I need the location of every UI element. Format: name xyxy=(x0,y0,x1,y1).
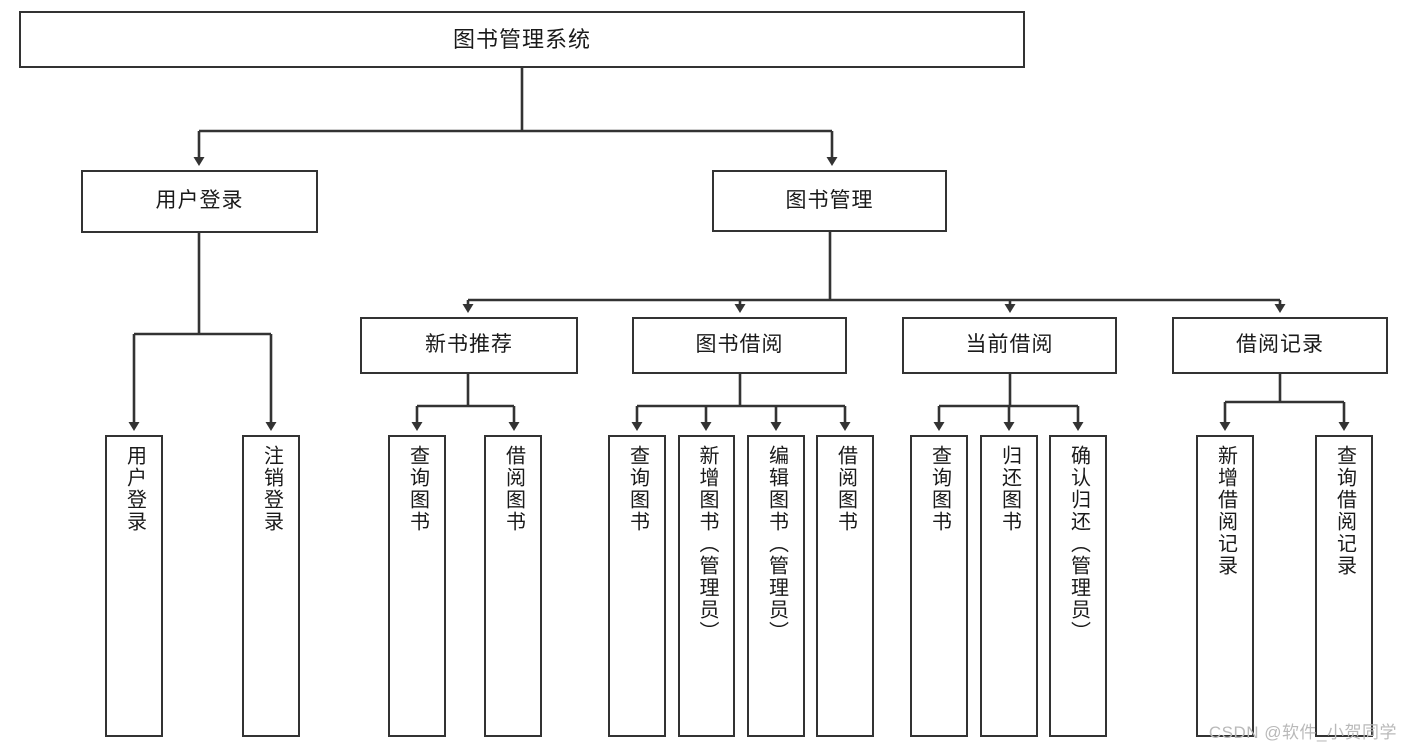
node-root-system[interactable]: 图书管理系统 xyxy=(19,11,1025,68)
node-label: 注销登录 xyxy=(260,445,283,533)
node-label: 图书管理 xyxy=(785,188,874,212)
leaf-query-book-2[interactable]: 查询图书 xyxy=(608,435,666,737)
leaf-user-login[interactable]: 用户登录 xyxy=(105,435,163,737)
node-user-login[interactable]: 用户登录 xyxy=(81,170,318,233)
node-label: 借阅记录 xyxy=(1236,333,1324,357)
leaf-query-book-3[interactable]: 查询图书 xyxy=(910,435,968,737)
node-label: 查询借阅记录 xyxy=(1333,445,1356,577)
node-book-borrow[interactable]: 图书借阅 xyxy=(632,317,847,374)
watermark-text: CSDN @软件_小贺同学 xyxy=(1208,723,1397,742)
node-label: 用户登录 xyxy=(123,445,146,533)
node-label: 查询图书 xyxy=(928,445,951,533)
node-label: 新增图书（管理员） xyxy=(696,445,718,643)
node-label: 借阅图书 xyxy=(834,445,857,533)
leaf-query-book-1[interactable]: 查询图书 xyxy=(388,435,446,737)
node-book-management[interactable]: 图书管理 xyxy=(712,170,947,232)
node-label: 确认归还（管理员） xyxy=(1067,445,1090,643)
node-new-book-recommend[interactable]: 新书推荐 xyxy=(360,317,578,374)
leaf-add-book[interactable]: 新增图书（管理员） xyxy=(678,435,735,737)
node-label: 编辑图书（管理员） xyxy=(765,445,788,643)
node-borrow-record[interactable]: 借阅记录 xyxy=(1172,317,1388,374)
leaf-add-borrow-record[interactable]: 新增借阅记录 xyxy=(1196,435,1254,737)
node-label: 新书推荐 xyxy=(425,333,513,357)
leaf-edit-book[interactable]: 编辑图书（管理员） xyxy=(747,435,805,737)
node-label: 图书借阅 xyxy=(695,333,784,357)
leaf-borrow-book-1[interactable]: 借阅图书 xyxy=(484,435,542,737)
node-label: 归还图书 xyxy=(998,445,1021,533)
node-label: 借阅图书 xyxy=(502,445,525,533)
node-label: 当前借阅 xyxy=(965,333,1054,357)
node-label: 用户登录 xyxy=(155,189,244,213)
leaf-query-borrow-record[interactable]: 查询借阅记录 xyxy=(1315,435,1373,737)
node-label: 新增借阅记录 xyxy=(1214,445,1237,577)
leaf-return-book[interactable]: 归还图书 xyxy=(980,435,1038,737)
leaf-logout-login[interactable]: 注销登录 xyxy=(242,435,300,737)
leaf-borrow-book-2[interactable]: 借阅图书 xyxy=(816,435,874,737)
node-label: 查询图书 xyxy=(626,445,649,533)
leaf-confirm-return[interactable]: 确认归还（管理员） xyxy=(1049,435,1107,737)
node-current-borrow[interactable]: 当前借阅 xyxy=(902,317,1117,374)
node-label: 图书管理系统 xyxy=(452,26,591,52)
node-label: 查询图书 xyxy=(406,445,429,533)
